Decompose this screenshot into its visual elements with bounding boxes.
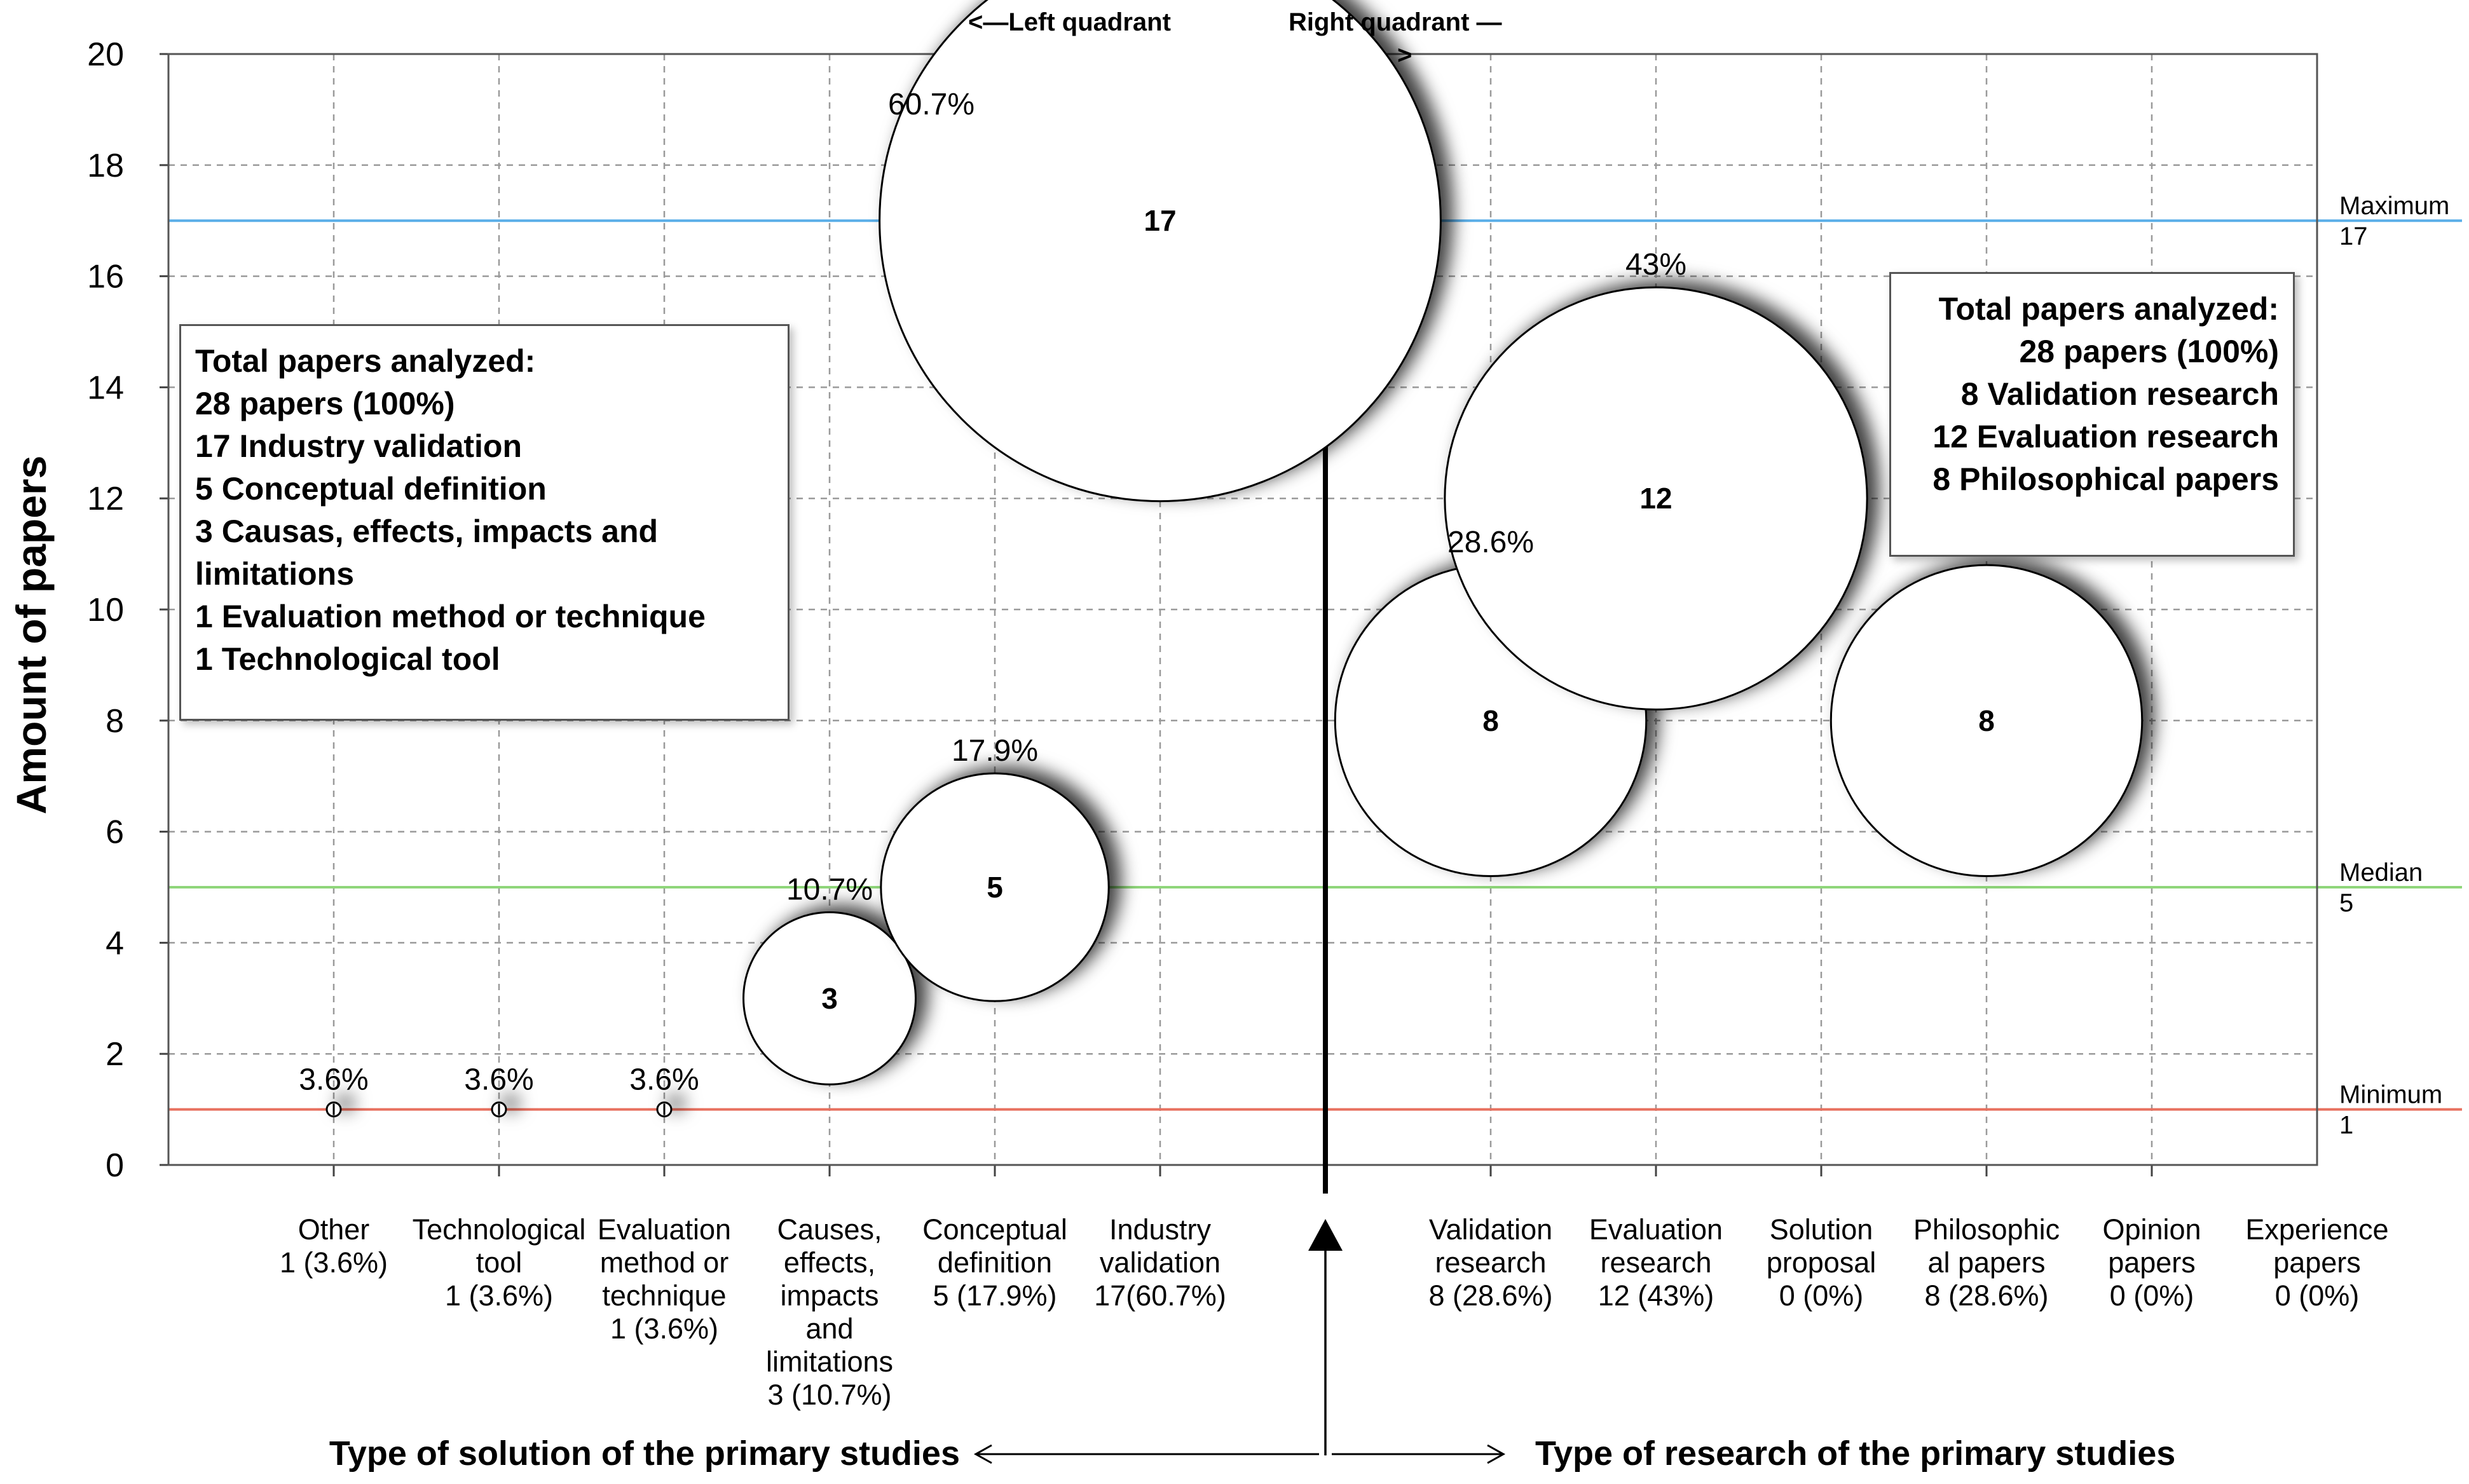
bubble-value-label: 3 — [821, 982, 838, 1015]
info-left-line: limitations — [195, 556, 355, 592]
percent-label: 3.6% — [299, 1063, 368, 1097]
info-left-line: 3 Causas, effects, impacts and — [195, 514, 659, 549]
info-right-line: Total papers analyzed: — [1938, 291, 2279, 327]
info-right-line: 8 Philosophical papers — [1932, 461, 2279, 497]
right-axis-arrowhead — [1487, 1444, 1506, 1464]
percent-label: 3.6% — [464, 1063, 533, 1097]
info-right-line: 8 Validation research — [1960, 376, 2279, 412]
y-axis-title: Amount of papers — [8, 456, 55, 815]
bubble-circle — [879, 0, 1442, 502]
info-left-line: 5 Conceptual definition — [195, 471, 547, 507]
info-box-right: Total papers analyzed: 28 papers (100%) 8 … — [1889, 272, 2295, 557]
percent-label: 17.9% — [952, 734, 1038, 768]
y-tick-label: 18 — [87, 147, 124, 184]
percent-label: 3.6% — [629, 1063, 699, 1097]
percent-label: 60.7% — [888, 88, 975, 121]
y-tick-label: 0 — [106, 1147, 124, 1184]
y-tick-label: 2 — [106, 1036, 124, 1073]
info-right-line: 12 Evaluation research — [1932, 419, 2279, 454]
percent-label: 28.6% — [1447, 526, 1534, 559]
y-tick-label: 16 — [87, 259, 124, 296]
bubbles: 3 5 17 8 12 8 — [325, 0, 2144, 1118]
right-quadrant-label: Right quadrant — — [1289, 8, 1502, 36]
left-axis-title: Type of solution of the primary studies — [329, 1434, 960, 1473]
labels: <—Left quadrant Right quadrant — > Type of … — [280, 8, 2389, 1473]
info-left-line: Total papers analyzed: — [195, 343, 536, 379]
info-right-line: 28 papers (100%) — [2019, 334, 2279, 369]
bubble — [1830, 564, 2144, 878]
bubble-circle — [1444, 286, 1868, 711]
bubble — [1444, 286, 1868, 711]
bubble-circle — [880, 772, 1110, 1002]
info-left-line: 1 Technological tool — [195, 641, 500, 677]
info-left-line: 1 Evaluation method or technique — [195, 599, 706, 634]
y-tick-label: 8 — [106, 703, 124, 740]
bubble-value-label: 12 — [1639, 482, 1672, 515]
bubble-value-label: 8 — [1978, 704, 1995, 737]
y-tick-label: 20 — [87, 36, 124, 73]
bubble-value-label: 17 — [1144, 204, 1176, 237]
bubble — [742, 911, 917, 1086]
left-quadrant-label: <—Left quadrant — [968, 8, 1171, 36]
bubble-value-label: 8 — [1482, 704, 1499, 737]
info-box-left: Total papers analyzed: 28 papers (100%) 17… — [179, 324, 790, 721]
bubble-value-label: 5 — [987, 871, 1003, 904]
divider-arrow-head — [1308, 1219, 1343, 1251]
y-tick-label: 6 — [106, 814, 124, 851]
y-tick-label: 12 — [87, 480, 124, 517]
info-left-line: 17 Industry validation — [195, 428, 523, 464]
bubble-circle — [742, 911, 917, 1086]
info-left-line: 28 papers (100%) — [195, 386, 455, 421]
y-tick-label: 14 — [87, 369, 124, 406]
bubble-circle — [1830, 564, 2144, 878]
left-axis-arrowhead — [973, 1444, 992, 1464]
percent-label: 43% — [1625, 248, 1686, 282]
right-quadrant-arrow: > — [1397, 41, 1412, 69]
bubble — [879, 0, 1442, 502]
y-tick-label: 4 — [106, 925, 124, 962]
bubble — [880, 772, 1110, 1002]
percent-label: 10.7% — [786, 873, 873, 906]
right-axis-title: Type of research of the primary studies — [1535, 1434, 2175, 1473]
y-tick-label: 10 — [87, 592, 124, 629]
